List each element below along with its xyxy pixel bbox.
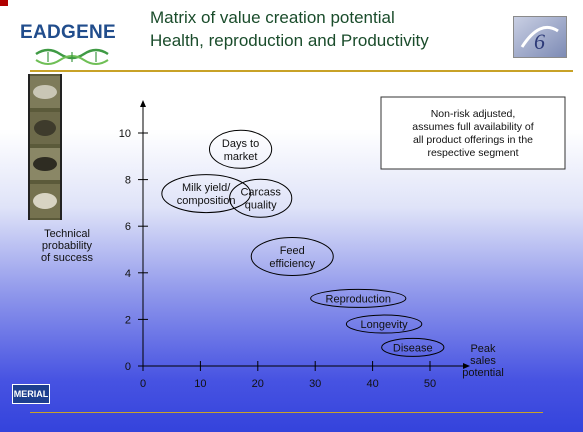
y-axis-arrow bbox=[140, 100, 146, 107]
data-point-ellipse bbox=[310, 288, 407, 308]
annotation-line: assumes full availability of bbox=[412, 121, 533, 133]
data-point-label: Carcass bbox=[240, 187, 281, 199]
data-point-label: Days to bbox=[222, 138, 259, 150]
x-tick-label: 50 bbox=[424, 378, 436, 390]
y-tick-label: 6 bbox=[125, 221, 131, 233]
data-point-label: Milk yield/ bbox=[182, 182, 231, 194]
merial-logo: MERIAL bbox=[12, 384, 50, 404]
y-tick-label: 0 bbox=[125, 361, 131, 373]
data-point-ellipse bbox=[229, 178, 293, 218]
data-point-label: quality bbox=[245, 200, 277, 212]
x-tick-label: 40 bbox=[366, 378, 378, 390]
svg-text:6: 6 bbox=[534, 29, 545, 54]
data-point-ellipse bbox=[345, 314, 423, 334]
data-point-ellipse bbox=[161, 174, 251, 214]
y-axis-label-line: Technical bbox=[44, 228, 90, 240]
data-point-ellipse bbox=[208, 129, 273, 169]
slide-subtitle: Health, reproduction and Productivity bbox=[150, 31, 429, 50]
y-axis-label-line: of success bbox=[41, 252, 93, 264]
x-axis-label-line: Peak bbox=[470, 343, 496, 355]
annotation-line: Non-risk adjusted, bbox=[431, 108, 516, 120]
x-tick-label: 0 bbox=[140, 378, 146, 390]
chart-axes: 0 2 4 6 8 10 0 10 20 30 40 50 bbox=[119, 100, 470, 390]
data-point-label: Longevity bbox=[361, 319, 409, 331]
data-point-label: market bbox=[224, 151, 258, 163]
y-tick-label: 8 bbox=[125, 175, 131, 187]
annotation-box: Non-risk adjusted,assumes full availabil… bbox=[380, 96, 566, 170]
y-tick-label: 4 bbox=[125, 268, 131, 280]
eadgene-logo bbox=[35, 48, 109, 65]
data-point: Reproduction bbox=[310, 288, 407, 308]
data-point-ellipse bbox=[381, 337, 445, 357]
header-bar bbox=[0, 0, 583, 70]
logo-text: EADGENE bbox=[19, 22, 117, 43]
data-point-label: Disease bbox=[393, 342, 433, 354]
y-tick-label: 2 bbox=[125, 314, 131, 326]
header-divider bbox=[30, 70, 573, 72]
y-tick-label: 10 bbox=[119, 128, 131, 140]
data-point-label: Feed bbox=[280, 245, 305, 257]
annotation-line: all product offerings in the bbox=[413, 134, 533, 146]
data-point-label: composition bbox=[177, 195, 236, 207]
x-axis-label-line: potential bbox=[462, 367, 504, 379]
data-point: Milk yield/composition bbox=[161, 174, 251, 214]
x-axis-arrow bbox=[463, 363, 470, 369]
corner-mark bbox=[0, 0, 8, 6]
x-tick-label: 30 bbox=[309, 378, 321, 390]
y-axis-label-line: probability bbox=[42, 240, 93, 252]
x-axis-label-line: sales bbox=[470, 355, 496, 367]
eu-framework-logo: 6 bbox=[513, 16, 567, 58]
annotation-line: respective segment bbox=[427, 147, 518, 159]
data-point: Longevity bbox=[345, 314, 423, 334]
footer-divider bbox=[30, 412, 543, 413]
data-point-ellipse bbox=[250, 236, 334, 276]
data-point-label: efficiency bbox=[269, 258, 315, 270]
x-tick-label: 20 bbox=[252, 378, 264, 390]
data-point: Disease bbox=[381, 337, 445, 357]
data-point-label: Reproduction bbox=[326, 293, 391, 305]
x-tick-label: 10 bbox=[194, 378, 206, 390]
animal-photo-strip bbox=[28, 74, 62, 220]
slide-title: Matrix of value creation potential bbox=[150, 8, 395, 27]
